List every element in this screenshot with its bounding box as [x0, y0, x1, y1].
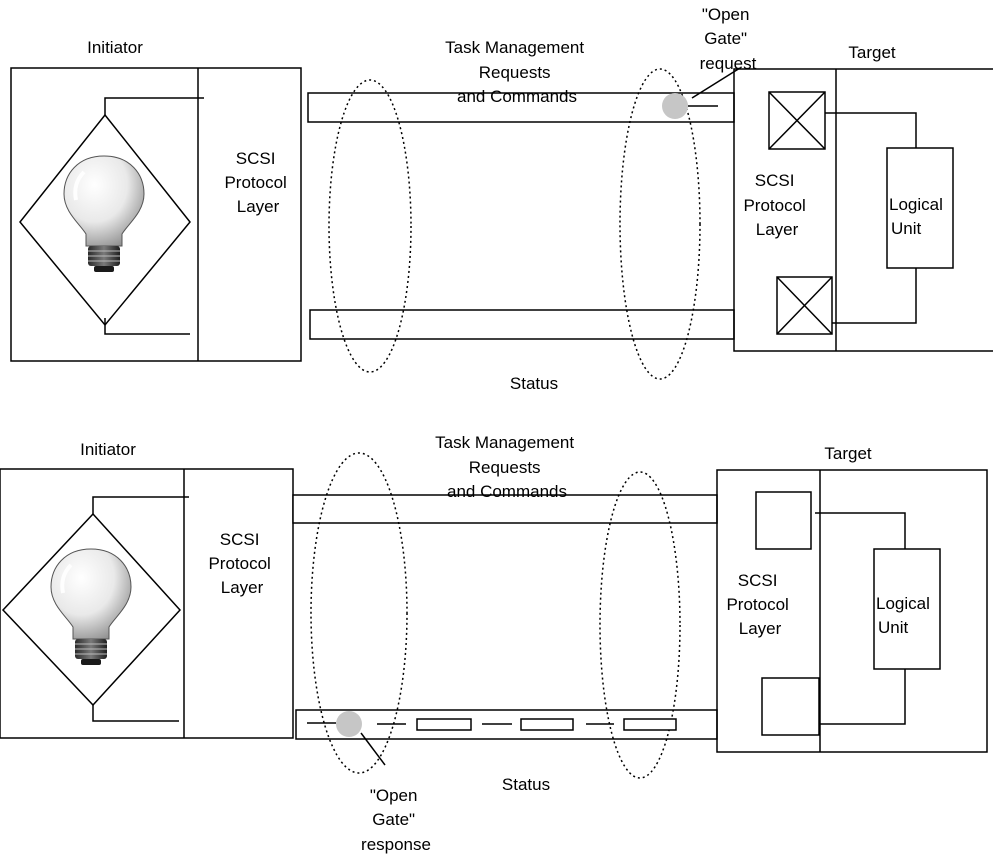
top-lu-lower-link: [832, 268, 916, 323]
status-packet-icon: [624, 719, 676, 730]
top-open-gate-request-line: request: [700, 54, 757, 73]
open-gate-token-icon: [336, 711, 362, 737]
bottom-open-gate-response-line: "Open: [370, 786, 418, 805]
bottom-initiator-lower-link: [93, 705, 179, 721]
top-open-gate-request-line: Gate": [704, 29, 747, 48]
bottom-target-layer-line: Layer: [739, 619, 782, 638]
top-target-layer-line: Layer: [756, 220, 799, 239]
bottom-channel-label-line: Task Management: [435, 433, 574, 452]
bottom-status-label: Status: [502, 775, 550, 794]
bottom-logical-unit-line: Logical: [876, 594, 930, 613]
bottom-initiator-layer-line: SCSI: [220, 530, 260, 549]
top-initiator-upper-link: [105, 98, 204, 115]
top-open-gate-request-line: "Open: [702, 5, 750, 24]
top-initiator-layer-line: Protocol: [224, 173, 286, 192]
open-gate-token-icon: [662, 93, 688, 119]
bottom-channel-label: Task Management Requests and Commands: [435, 433, 579, 501]
status-packet-icon: [417, 719, 471, 730]
top-open-gate-request-label: "Open Gate" request: [700, 5, 757, 73]
top-initiator-layer-line: Layer: [237, 197, 280, 216]
light-bulb-icon: [64, 156, 144, 272]
bottom-target-layer-line: SCSI: [738, 571, 778, 590]
top-lu-upper-link: [825, 113, 916, 148]
bottom-logical-unit-line: Unit: [878, 618, 909, 637]
top-initiator-layer-line: SCSI: [236, 149, 276, 168]
bottom-channel-label-line: Requests: [469, 458, 541, 477]
top-logical-unit-line: Logical: [889, 195, 943, 214]
top-channel-label-line: Requests: [479, 63, 551, 82]
top-target-title: Target: [848, 43, 896, 62]
bottom-channel-label-line: and Commands: [447, 482, 567, 501]
bottom-open-gate-response-line: Gate": [372, 810, 415, 829]
closed-gate-icon: [777, 277, 832, 334]
top-panel: Initiator SCSI Protocol Layer Task Manag…: [11, 5, 993, 393]
closed-gate-icon: [769, 92, 825, 149]
top-status-label: Status: [510, 374, 558, 393]
bottom-target-title: Target: [824, 444, 872, 463]
top-target-layer-line: Protocol: [743, 196, 805, 215]
open-gate-icon: [762, 678, 819, 735]
bottom-target-layer-label: SCSI Protocol Layer: [726, 571, 793, 638]
top-initiator-layer-label: SCSI Protocol Layer: [224, 149, 291, 216]
top-initiator-lower-link: [105, 318, 190, 334]
top-logical-unit-label: Logical Unit: [889, 195, 948, 238]
top-initiator-title: Initiator: [87, 38, 143, 57]
bottom-initiator-layer-line: Protocol: [208, 554, 270, 573]
top-channel-label-line: Task Management: [445, 38, 584, 57]
bottom-lu-lower-link: [819, 669, 905, 724]
bottom-initiator-title: Initiator: [80, 440, 136, 459]
bottom-panel: Initiator SCSI Protocol Layer Task Manag…: [0, 433, 987, 854]
bottom-target-layer-line: Protocol: [726, 595, 788, 614]
bottom-initiator-upper-link: [93, 497, 189, 514]
top-channel-label-line: and Commands: [457, 87, 577, 106]
status-packet-icon: [521, 719, 573, 730]
top-target-layer-label: SCSI Protocol Layer: [743, 171, 810, 239]
bottom-open-gate-response-label: "Open Gate" response: [361, 786, 431, 854]
top-status-pipe: [310, 310, 734, 339]
top-logical-unit-line: Unit: [891, 219, 922, 238]
bottom-initiator-box: [0, 469, 293, 738]
top-target-layer-line: SCSI: [755, 171, 795, 190]
bottom-initiator-layer-label: SCSI Protocol Layer: [208, 530, 275, 597]
bottom-initiator-layer-line: Layer: [221, 578, 264, 597]
open-gate-icon: [756, 492, 811, 549]
bottom-logical-unit-label: Logical Unit: [876, 594, 935, 637]
bottom-lu-upper-link: [815, 513, 905, 549]
bottom-open-gate-response-line: response: [361, 835, 431, 854]
top-channel-label: Task Management Requests and Commands: [445, 38, 589, 106]
light-bulb-icon: [51, 549, 131, 665]
